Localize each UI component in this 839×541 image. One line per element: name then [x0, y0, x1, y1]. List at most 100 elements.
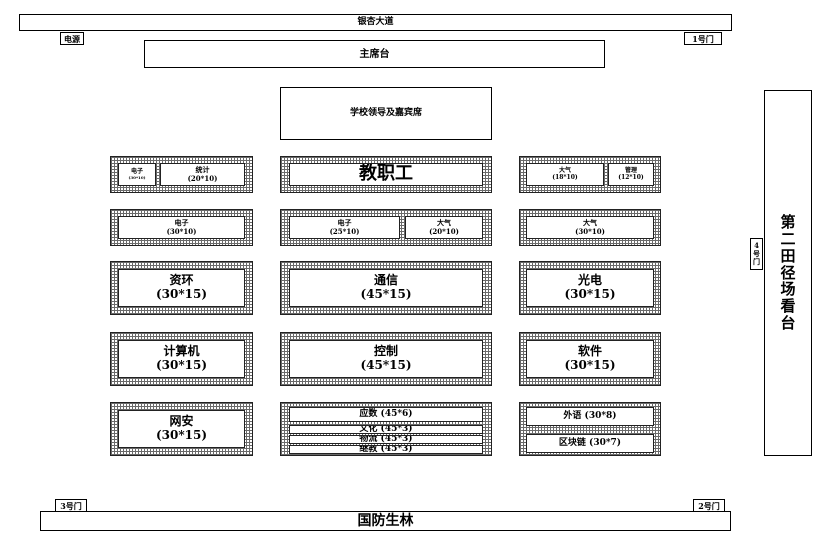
seat-size: (12*10) [618, 173, 644, 181]
seat-label: 大气 [437, 218, 451, 228]
block-row2-mid: 电子 (25*10) 大气 (20*10) [280, 209, 492, 246]
seat-label: 大气 [583, 218, 597, 228]
seat-waiyu: 外语 (30*8) [526, 407, 654, 426]
podium: 主席台 [144, 40, 605, 68]
gate-4: 4 号 门 [750, 238, 763, 270]
seat-ruanjian: 软件 (30*15) [526, 340, 654, 378]
block-row1-mid: 教职工 [280, 156, 492, 193]
seat-size: (30*10) [166, 226, 197, 236]
seat-size: (30*15) [155, 358, 208, 372]
seat-label: 控制 [373, 344, 398, 359]
block-row5-mid: 应数 (45*6) 文化 (45*3) 物流 (45*3) 继教 (45*3) [280, 402, 492, 456]
seat-size: (20*10) [187, 173, 218, 183]
seat-label: 电子 [337, 218, 352, 228]
block-row1-right: 大气 (18*10) 管理 (12*10) [519, 156, 661, 193]
top-road: 银杏大道 [19, 14, 732, 31]
block-row3-right: 光电 (30*15) [519, 261, 661, 315]
vip-area: 学校领导及嘉宾席 [280, 87, 492, 140]
seat-yingshu: 应数 (45*6) [289, 407, 483, 422]
power-label: 电源 [60, 32, 84, 45]
seat-label: 管理 [624, 166, 637, 174]
seat-tongxin: 通信 (45*15) [289, 269, 483, 307]
block-row5-right: 外语 (30*8) 区块链 (30*7) [519, 402, 661, 456]
seat-size: (30*10) [128, 174, 146, 180]
block-row3-mid: 通信 (45*15) [280, 261, 492, 315]
block-row2-right: 大气 (30*10) [519, 209, 661, 246]
gate-1-text: 1号门 [692, 34, 714, 44]
gate-4-char: 门 [753, 256, 760, 266]
seat-label: 外语 (30*8) [563, 411, 617, 422]
block-row1-left: 电子 (30*10) 统计 (20*10) [110, 156, 253, 193]
seat-dianzi-1: 电子 (30*10) [118, 163, 156, 186]
seat-label: 继教 (45*3) [359, 445, 413, 454]
seat-wenhua: 文化 (45*3) [289, 425, 483, 434]
seat-size: (30*15) [564, 358, 616, 372]
gate-4-char: 号 [753, 249, 760, 259]
bottom-road: 国防生林 [40, 511, 731, 531]
seat-label: 应数 (45*6) [359, 409, 413, 420]
block-row4-mid: 控制 (45*15) [280, 332, 492, 386]
seat-jijiao: 继教 (45*3) [289, 445, 483, 454]
top-road-label: 银杏大道 [357, 17, 394, 27]
gate-3: 3号门 [55, 499, 87, 512]
seat-guanli: 管理 (12*10) [608, 163, 654, 186]
seat-guangdian: 光电 (30*15) [526, 269, 654, 307]
block-row4-right: 软件 (30*15) [519, 332, 661, 386]
vip-label: 学校领导及嘉宾席 [349, 108, 422, 118]
seat-size: (20*10) [429, 226, 459, 236]
seat-qukuailian: 区块链 (30*7) [526, 434, 654, 453]
seat-size: (25*10) [329, 226, 360, 236]
podium-label: 主席台 [359, 49, 390, 60]
seat-label: 软件 [577, 344, 602, 359]
block-row5-left: 网安 (30*15) [110, 402, 253, 456]
seat-size: (45*15) [360, 287, 412, 301]
seat-wangan: 网安 (30*15) [118, 410, 245, 448]
seat-size: (18*10) [552, 173, 578, 181]
stand-char: 田 [780, 246, 796, 265]
seat-dianzi-3: 电子 (25*10) [289, 216, 400, 239]
stand-char: 第 [780, 213, 796, 232]
seat-kongzhi: 控制 (45*15) [289, 340, 483, 378]
seat-size: (30*15) [155, 287, 208, 301]
seat-size: (30*15) [564, 287, 616, 301]
seat-label: 光电 [577, 273, 602, 288]
seat-label: 电子 [174, 218, 189, 228]
seat-label: 计算机 [163, 344, 200, 359]
block-row3-left: 资环 (30*15) [110, 261, 253, 315]
seat-label: 统计 [195, 165, 210, 175]
block-row2-left: 电子 (30*10) [110, 209, 253, 246]
seat-label: 大气 [558, 166, 571, 174]
gate-2-text: 2号门 [698, 501, 720, 511]
gate-4-char: 4 [754, 241, 759, 251]
seat-label: 资环 [169, 273, 194, 288]
seat-daqi-1: 大气 (18*10) [526, 163, 604, 186]
seat-label: 区块链 (30*7) [558, 438, 622, 449]
seat-zihuan: 资环 (30*15) [118, 269, 245, 307]
power-text: 电源 [64, 34, 80, 44]
seat-label: 通信 [373, 273, 398, 288]
bottom-road-label: 国防生林 [357, 513, 414, 529]
seat-label: 网安 [169, 414, 194, 429]
block-row4-left: 计算机 (30*15) [110, 332, 253, 386]
stand-char: 二 [780, 230, 796, 248]
stand-char: 台 [780, 313, 796, 332]
track-stand: 第 二 田 径 场 看 台 [764, 90, 812, 456]
seat-daqi-3: 大气 (30*10) [526, 216, 654, 239]
seat-label: 电子 [130, 167, 143, 175]
seat-label: 文化 (45*3) [359, 425, 413, 434]
seat-size: (45*15) [360, 358, 412, 372]
seat-label: 教职工 [359, 163, 413, 185]
gate-1: 1号门 [684, 32, 722, 45]
seat-jisuanji: 计算机 (30*15) [118, 340, 245, 378]
seat-tongji: 统计 (20*10) [160, 163, 245, 186]
seat-size: (30*10) [575, 226, 605, 236]
stand-char: 径 [780, 263, 796, 282]
seat-wuliu: 物流 (45*3) [289, 435, 483, 444]
seat-dianzi-2: 电子 (30*10) [118, 216, 245, 239]
gate-3-text: 3号门 [60, 501, 82, 511]
seat-daqi-2: 大气 (20*10) [405, 216, 483, 239]
seat-faculty: 教职工 [289, 163, 483, 186]
stand-char: 场 [780, 280, 796, 299]
stand-char: 看 [780, 297, 796, 316]
seat-label: 物流 (45*3) [359, 435, 413, 444]
